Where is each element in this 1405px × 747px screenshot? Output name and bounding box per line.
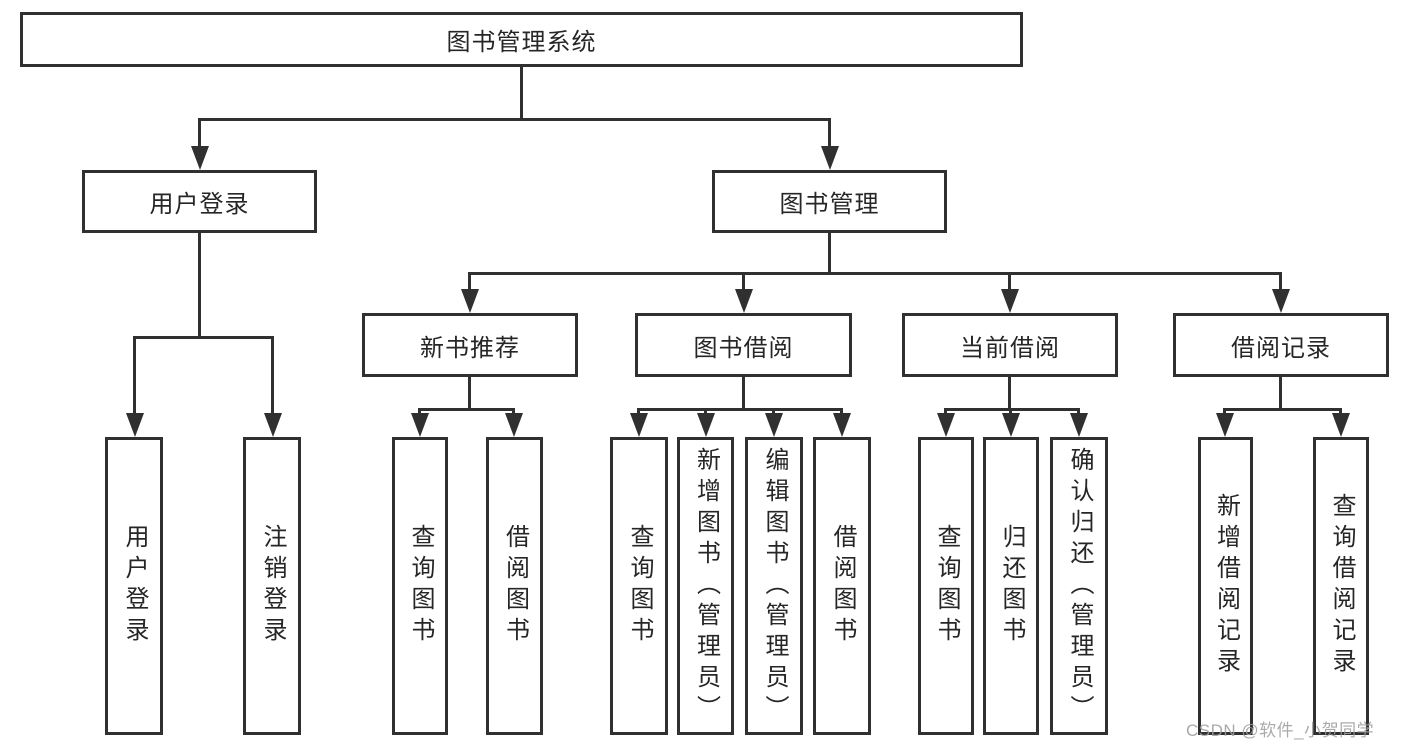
down-arrow-connector: [1008, 272, 1011, 289]
node-label: 查询图书: [626, 524, 653, 648]
connector-new-books-bus: [419, 408, 515, 411]
connector-current-borrow-bus: [945, 408, 1080, 411]
csdn-watermark: CSDN @软件_小贺同学: [1186, 721, 1375, 740]
node-label: 用户登录: [121, 524, 148, 648]
node-label: 当前借阅: [960, 334, 1060, 362]
connector-new-books-stub: [468, 377, 471, 408]
connector-current-borrow-stub: [1008, 377, 1011, 408]
connector-book-mgmt-stub: [828, 232, 831, 272]
connector-user-login-stub: [198, 233, 201, 336]
node-label: 借阅记录: [1231, 334, 1331, 362]
node-leaf-records-query: 查询借阅记录: [1313, 437, 1369, 735]
node-leaf-borrow-add-admin: 新增图书（管理员）: [677, 437, 734, 735]
down-arrow-connector: [418, 408, 421, 413]
node-leaf-current-return: 归还图书: [983, 437, 1039, 735]
connector-root-bus: [198, 118, 831, 121]
node-label: 图书管理: [779, 191, 880, 218]
down-arrow-connector: [1223, 408, 1226, 413]
connector-book-borrow-stub: [742, 377, 745, 408]
node-leaf-logout: 注销登录: [243, 437, 301, 735]
connector-book-borrow-bus: [638, 408, 843, 411]
node-label: 借阅图书: [829, 524, 856, 648]
node-label: 新增图书（管理员）: [692, 446, 720, 726]
down-arrow-connector: [271, 336, 274, 413]
node-leaf-newbook-query: 查询图书: [392, 437, 448, 735]
connector-user-login-bus: [133, 336, 274, 339]
node-leaf-current-confirm-admin: 确认归还（管理员）: [1050, 437, 1108, 735]
down-arrow-connector: [1339, 408, 1342, 413]
node-label: 编辑图书（管理员）: [761, 446, 788, 726]
node-book-management: 图书管理: [712, 170, 947, 233]
down-arrow-connector: [1009, 408, 1012, 413]
node-leaf-borrow-edit-admin: 编辑图书（管理员）: [745, 437, 803, 735]
node-label: 用户登录: [149, 191, 250, 218]
down-arrow-connector: [1077, 408, 1080, 413]
down-arrow-connector: [133, 336, 136, 413]
node-label: 归还图书: [998, 524, 1025, 648]
down-arrow-connector: [704, 408, 707, 413]
down-arrow-connector: [198, 118, 201, 146]
connector-borrow-records-stub: [1279, 377, 1282, 408]
node-label: 查询图书: [407, 524, 434, 648]
down-arrow-connector: [944, 408, 947, 413]
down-arrow-connector: [772, 408, 775, 413]
node-label: 借阅图书: [501, 524, 529, 648]
node-label: 新书推荐: [420, 334, 520, 362]
connector-borrow-records-bus: [1224, 408, 1342, 411]
node-leaf-user-login: 用户登录: [105, 437, 163, 735]
node-new-book-recommend: 新书推荐: [362, 313, 578, 377]
node-leaf-newbook-borrow: 借阅图书: [486, 437, 543, 735]
node-user-login: 用户登录: [82, 170, 317, 233]
down-arrow-connector: [468, 272, 471, 289]
node-label: 注销登录: [259, 524, 286, 648]
node-label: 图书管理系统: [446, 29, 597, 56]
node-root: 图书管理系统: [20, 12, 1023, 67]
down-arrow-connector: [840, 408, 843, 413]
connector-book-mgmt-bus: [469, 272, 1282, 275]
node-borrow-records: 借阅记录: [1173, 313, 1389, 377]
node-book-borrow: 图书借阅: [635, 313, 852, 377]
node-label: 查询借阅记录: [1328, 493, 1355, 679]
down-arrow-connector: [512, 408, 515, 413]
node-label: 确认归还（管理员）: [1066, 446, 1093, 726]
down-arrow-connector: [742, 272, 745, 289]
node-leaf-borrow-borrow: 借阅图书: [813, 437, 871, 735]
down-arrow-connector: [637, 408, 640, 413]
node-current-borrow: 当前借阅: [902, 313, 1118, 377]
node-label: 新增借阅记录: [1212, 493, 1240, 679]
connector-root-stub: [520, 67, 523, 118]
node-label: 查询图书: [933, 524, 960, 648]
node-leaf-records-add: 新增借阅记录: [1198, 437, 1253, 735]
down-arrow-connector: [828, 118, 831, 146]
node-leaf-borrow-query: 查询图书: [610, 437, 668, 735]
node-label: 图书借阅: [693, 334, 794, 362]
down-arrow-connector: [1279, 272, 1282, 289]
node-leaf-current-query: 查询图书: [918, 437, 974, 735]
